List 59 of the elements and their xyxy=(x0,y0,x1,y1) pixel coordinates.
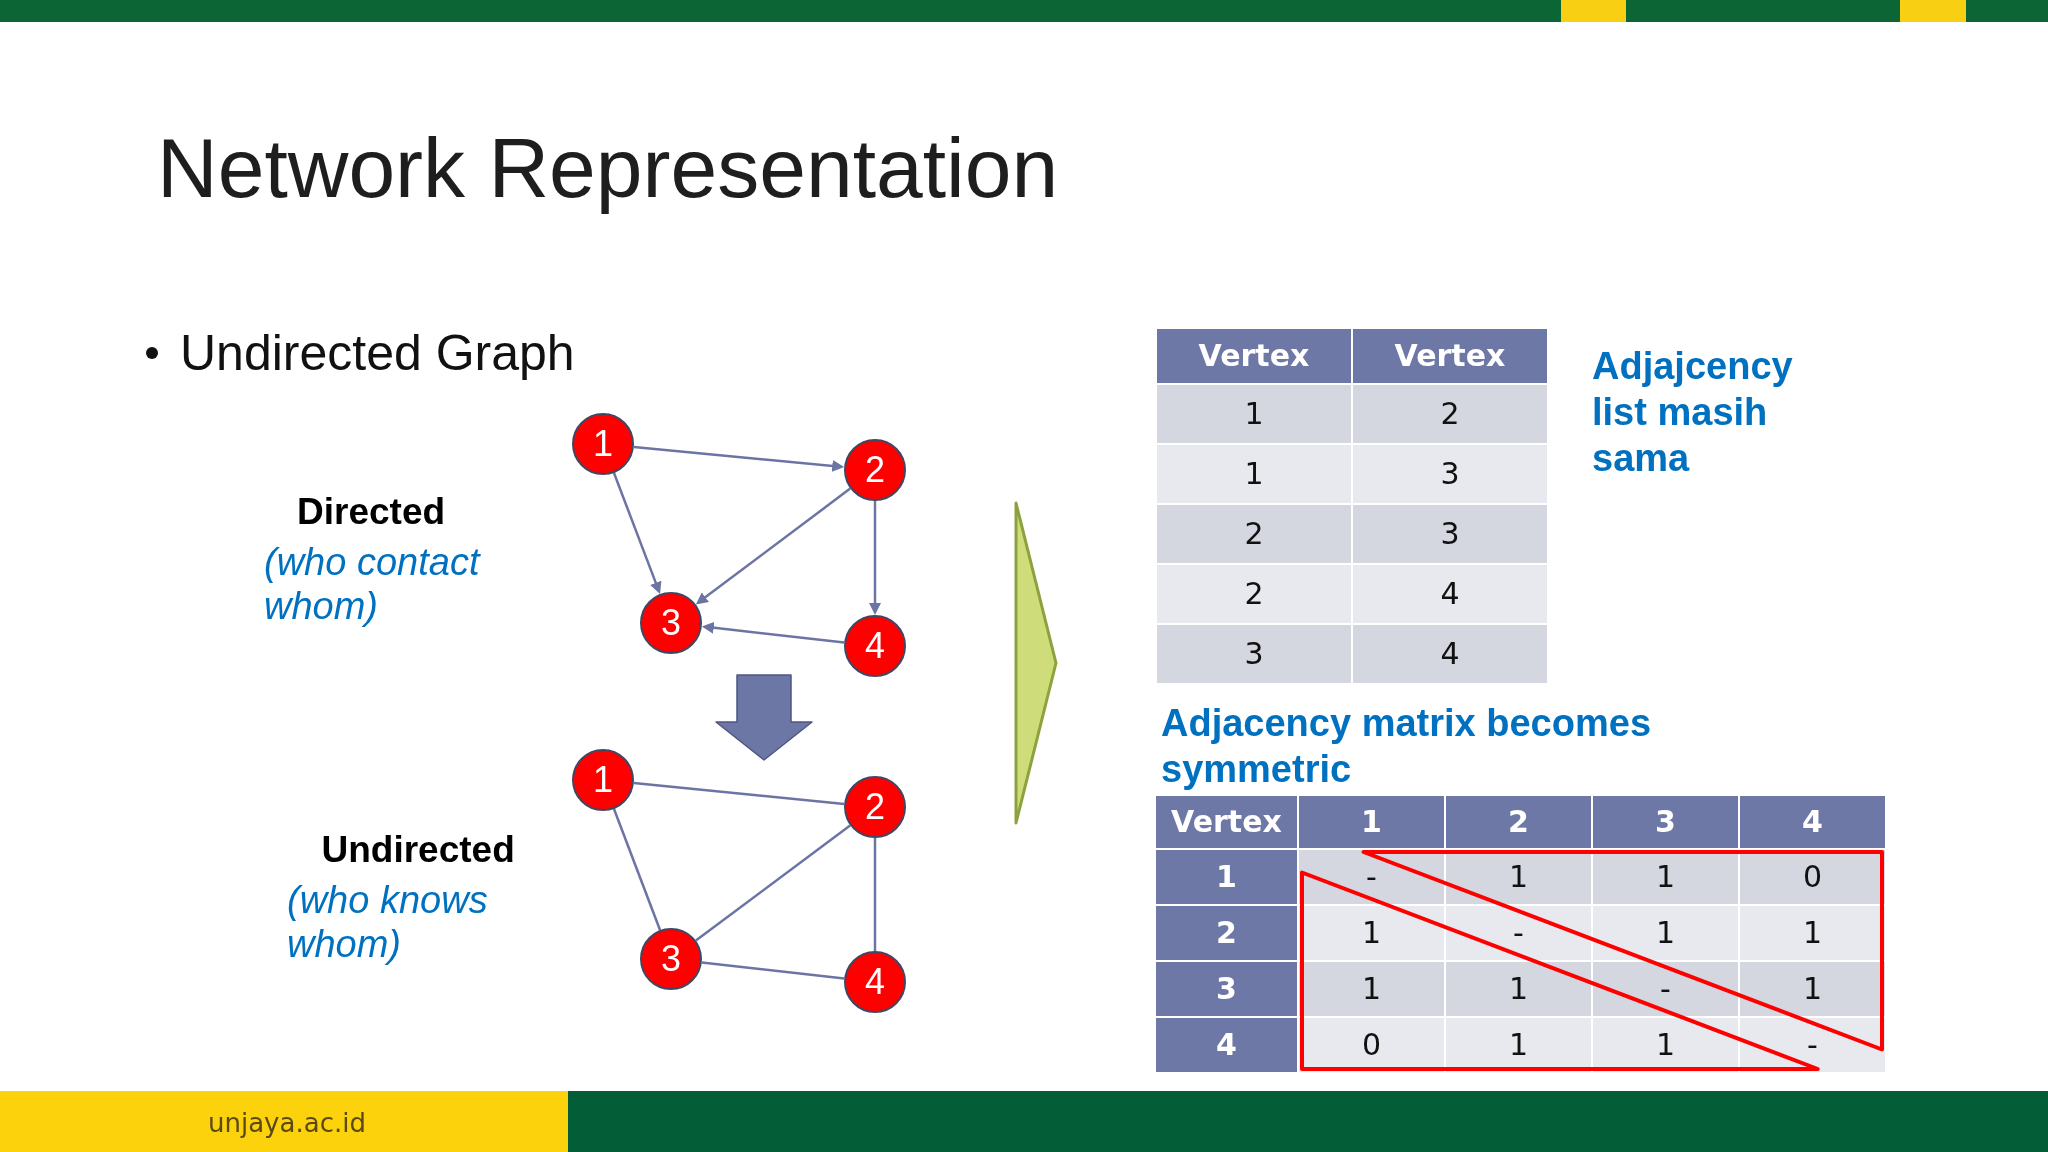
connector-line xyxy=(612,808,662,931)
arrow xyxy=(612,472,662,594)
slide-title: Network Representation xyxy=(157,120,1059,217)
vertex-number: 3 xyxy=(661,941,681,977)
connector-line xyxy=(873,838,877,951)
table-cell: 2 xyxy=(1157,505,1351,563)
vertex-number: 3 xyxy=(661,605,681,641)
table-caption: Adjacency matrix becomes symmetric xyxy=(1161,701,1652,792)
vertex-number: 2 xyxy=(865,452,885,488)
arrow xyxy=(869,501,881,615)
graph-description: (who contact whom) xyxy=(264,540,482,628)
table-cell: 1 xyxy=(1593,906,1738,960)
table-cell: 1 xyxy=(1299,962,1444,1016)
footer-text: unjaya.ac.id xyxy=(208,1107,366,1140)
connector-line xyxy=(701,961,845,980)
table-cell: - xyxy=(1446,906,1591,960)
header-cell: 3 xyxy=(1156,962,1297,1016)
table-cell: 4 xyxy=(1353,565,1547,623)
note-text: Adjajcency list masih sama xyxy=(1592,344,1794,481)
header-cell: Vertex xyxy=(1157,329,1351,383)
connector-line xyxy=(695,824,851,942)
table-cell: 2 xyxy=(1157,565,1351,623)
graph-heading: Directed xyxy=(297,490,446,534)
header-cell: 1 xyxy=(1299,796,1444,848)
table-cell: 1 xyxy=(1446,962,1591,1016)
vertex-number: 1 xyxy=(593,426,613,462)
header-cell: 4 xyxy=(1740,796,1885,848)
table-cell: 2 xyxy=(1353,385,1547,443)
header-cell: Vertex xyxy=(1353,329,1547,383)
graph-heading: Undirected xyxy=(321,828,515,872)
header-cell: 4 xyxy=(1156,1018,1297,1072)
bullet-text: Undirected Graph xyxy=(180,324,575,383)
header-cell: 1 xyxy=(1156,850,1297,904)
header-cell: Vertex xyxy=(1156,796,1297,848)
table-cell: 3 xyxy=(1353,445,1547,503)
table-cell: 1 xyxy=(1740,962,1885,1016)
connector-line xyxy=(633,781,845,806)
table-cell: 3 xyxy=(1157,625,1351,683)
arrow xyxy=(701,621,845,644)
arrow xyxy=(695,487,851,605)
table-cell: 1 xyxy=(1299,906,1444,960)
table-cell: 0 xyxy=(1740,850,1885,904)
table-cell: 3 xyxy=(1353,505,1547,563)
table-cell: 1 xyxy=(1740,906,1885,960)
header-cell: 3 xyxy=(1593,796,1738,848)
vertex-number: 4 xyxy=(865,628,885,664)
table-cell: 1 xyxy=(1446,1018,1591,1072)
header-cell: 2 xyxy=(1156,906,1297,960)
header-cell: 2 xyxy=(1446,796,1591,848)
vertex-number: 4 xyxy=(865,964,885,1000)
table-cell: 1 xyxy=(1157,385,1351,443)
table-cell: 1 xyxy=(1157,445,1351,503)
table-cell: 4 xyxy=(1353,625,1547,683)
vertex-number: 2 xyxy=(865,789,885,825)
arrow xyxy=(633,445,845,472)
table-cell: - xyxy=(1593,962,1738,1016)
graph-description: (who knows whom) xyxy=(287,878,489,966)
table-cell: 0 xyxy=(1299,1018,1444,1072)
vertex-number: 1 xyxy=(593,762,613,798)
